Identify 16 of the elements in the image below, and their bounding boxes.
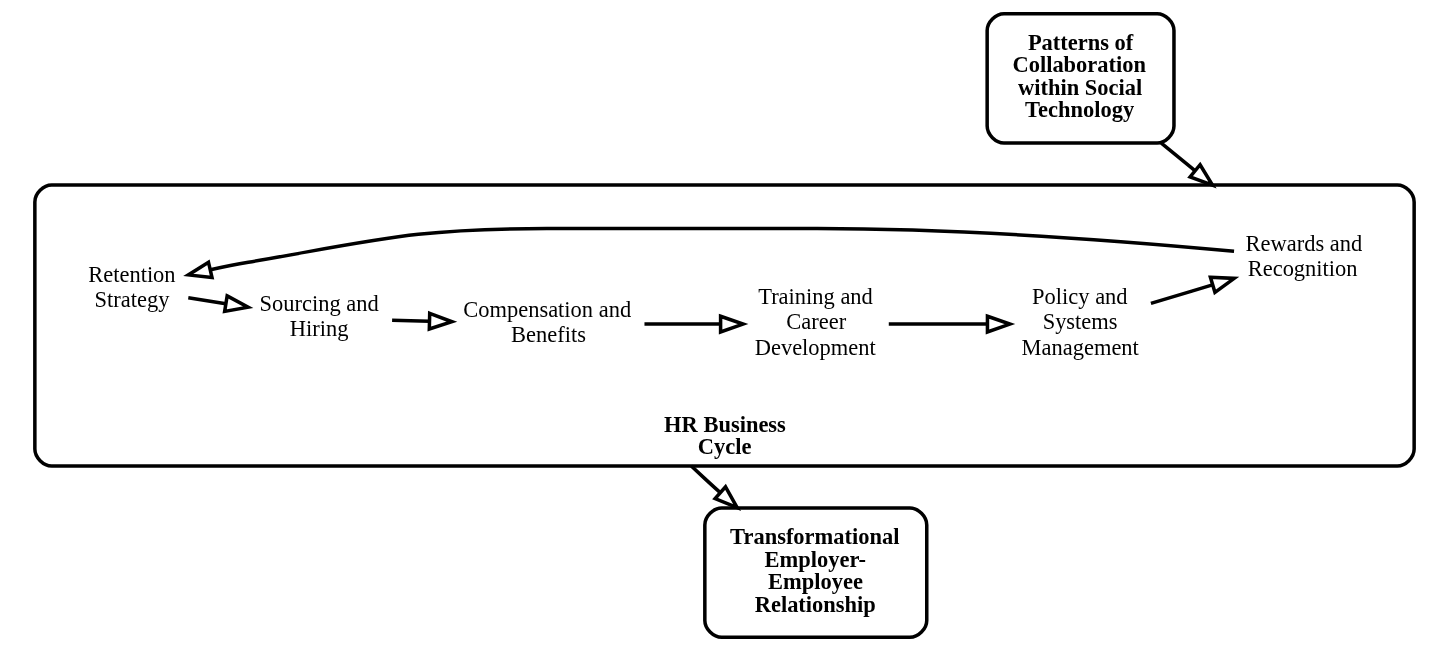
arrow <box>187 293 253 314</box>
node-text: Policy and Systems Management <box>1021 284 1139 360</box>
node-text: Rewards and Recognition <box>1245 230 1362 282</box>
arrow <box>643 313 748 335</box>
arrow <box>391 310 457 332</box>
arrow <box>1159 141 1217 189</box>
arrow <box>689 464 741 512</box>
arrow <box>888 313 1015 335</box>
node-text: Sourcing and Hiring <box>259 291 379 342</box>
node-text: Training and Career Development <box>754 284 876 360</box>
node-text: Compensation and Benefits <box>462 296 631 348</box>
node-box: Transformational Employer-Employee Relationship <box>702 506 928 640</box>
arrow <box>1149 275 1239 306</box>
node-text: Retention Strategy <box>87 261 176 312</box>
node-box: Patterns of Collaboration within Social Technology <box>984 11 1176 145</box>
arrow <box>182 226 1234 280</box>
